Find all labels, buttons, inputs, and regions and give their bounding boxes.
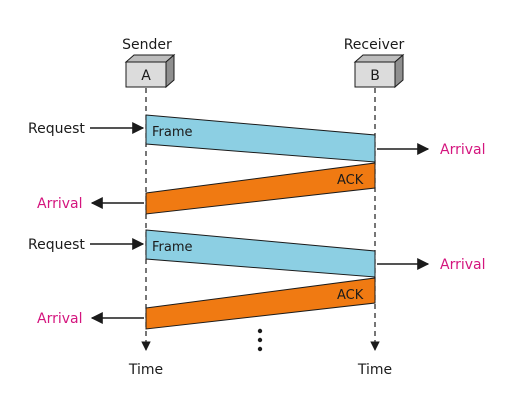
sender-arrival-label: Arrival: [37, 311, 83, 327]
receiver-heading: Receiver: [344, 37, 405, 53]
sender-time-label: Time: [128, 362, 163, 378]
frame-label: Frame: [152, 240, 193, 255]
sender-box: A: [124, 53, 176, 89]
sender-box-label: A: [141, 68, 151, 84]
receiver-time-label: Time: [357, 362, 392, 378]
sender-heading: Sender: [122, 37, 172, 53]
frame-label: Frame: [152, 125, 193, 140]
request-label: Request: [28, 121, 85, 137]
receiver-box: B: [353, 53, 405, 89]
exchange-2: Request Frame Arrival ACK Arrival: [28, 229, 486, 330]
receiver-arrival-label: Arrival: [440, 142, 486, 158]
frame-band: [145, 229, 376, 278]
sender-arrival-label: Arrival: [37, 196, 83, 212]
continuation-dots: [257, 328, 263, 352]
receiver-arrival-label: Arrival: [440, 257, 486, 273]
ack-label: ACK: [337, 288, 364, 303]
receiver-box-label: B: [370, 68, 380, 84]
request-label: Request: [28, 237, 85, 253]
ack-label: ACK: [337, 173, 364, 188]
frame-band: [145, 114, 376, 163]
exchange-1: Request Frame Arrival ACK Arrival: [28, 114, 486, 215]
ack-band: [145, 162, 376, 215]
ack-band: [145, 277, 376, 330]
